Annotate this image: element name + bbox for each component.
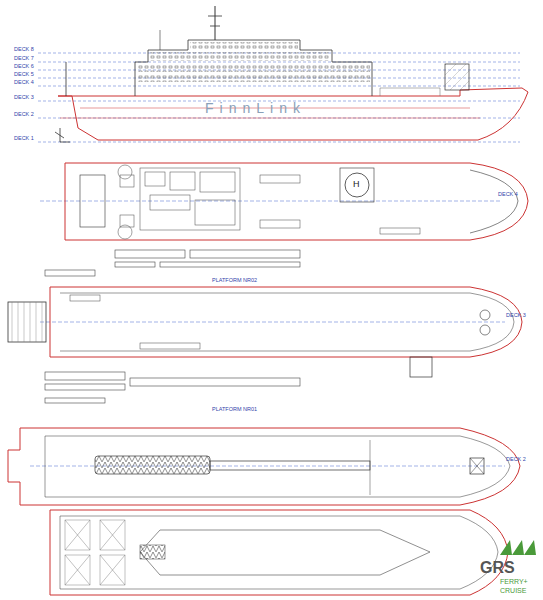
deck-label: DECK 6 <box>14 64 34 70</box>
logo-text: FERRY+ <box>500 578 528 585</box>
platform-label: PLATFORM NR01 <box>212 407 257 413</box>
deck-label: DECK 2 <box>14 112 34 118</box>
deck-label: DECK 3 <box>506 313 526 319</box>
logo-text: CRUISE <box>500 587 526 594</box>
deck-label: DECK 7 <box>14 56 34 62</box>
deck-label: DECK 4 <box>498 192 518 198</box>
deck-label: DECK 8 <box>14 47 34 53</box>
watermark: FinnLink <box>205 101 306 115</box>
helideck-mark: H <box>353 180 360 189</box>
deck-label: DECK 2 <box>506 457 526 463</box>
deck-label: DECK 4 <box>14 80 34 86</box>
deck-label: DECK 1 <box>14 136 34 142</box>
platform-label: PLATFORM NR02 <box>212 278 257 284</box>
deck-label: DECK 3 <box>14 95 34 101</box>
logo-text: GRS <box>480 560 515 576</box>
deck-label: DECK 5 <box>14 72 34 78</box>
